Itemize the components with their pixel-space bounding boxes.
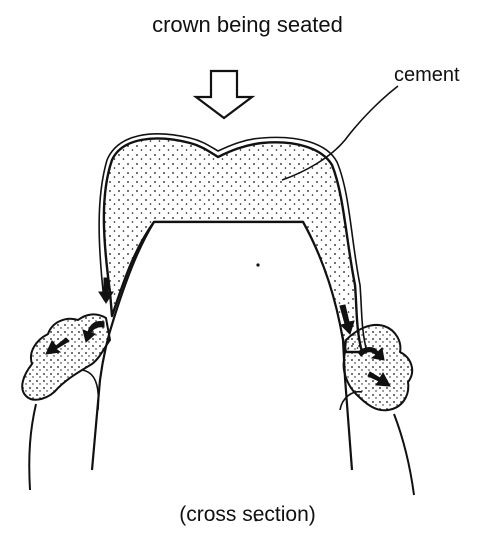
diagram-title: crown being seated — [0, 12, 495, 38]
tooth-root-left — [29, 404, 36, 490]
speck — [256, 263, 259, 266]
seating-direction-arrow-icon — [196, 71, 252, 118]
diagram-caption: (cross section) — [0, 503, 495, 527]
tooth-root-right — [394, 414, 414, 495]
cement-label: cement — [394, 64, 460, 87]
bone-line-left — [82, 370, 98, 410]
right-cement-extrusion — [344, 325, 413, 410]
